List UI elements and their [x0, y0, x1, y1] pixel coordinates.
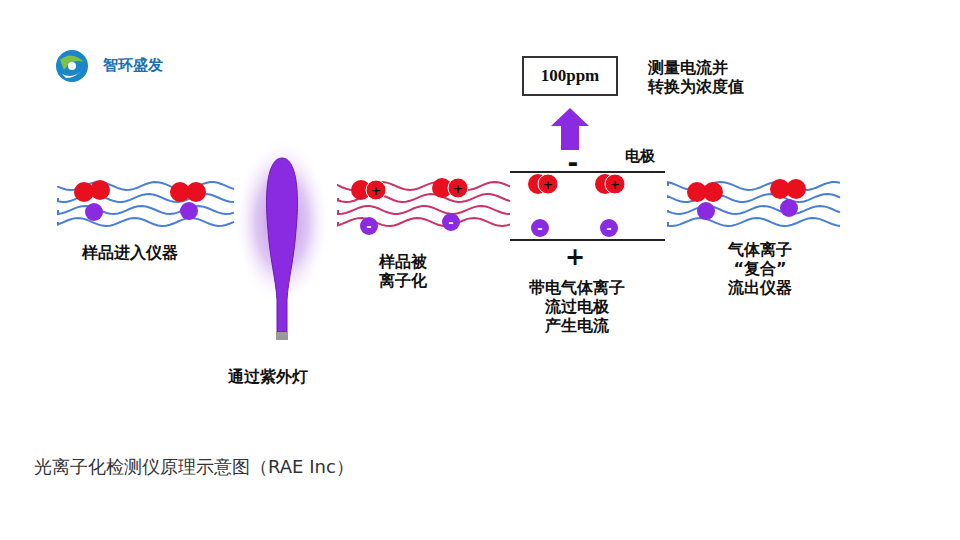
logo-text: 智环盛发 [103, 56, 163, 74]
ions-between-electrodes [528, 174, 625, 237]
wave-line [338, 206, 510, 214]
charge-sign: - [537, 222, 542, 235]
uv-lamp [267, 158, 298, 332]
wave-line [58, 218, 234, 226]
step-label: 通过紫外灯 [228, 367, 308, 386]
step-label: 样品进入仪器 [82, 243, 178, 262]
note-text: 测量电流并 转换为浓度值 [648, 58, 744, 96]
charge-sign: - [448, 216, 453, 229]
readout-value: 100ppm [541, 66, 600, 86]
step-label: 带电气体离子 流过电极 产生电流 [529, 278, 625, 336]
charge-sign: + [543, 178, 554, 191]
recombined-molecules [687, 179, 806, 220]
charge-sign: - [366, 220, 371, 233]
caption: 光离子化检测仪原理示意图（RAE Inc） [34, 456, 354, 478]
step-label: 样品被 离子化 [379, 252, 427, 290]
ionized-molecules [351, 178, 468, 235]
polarity-sign: - [568, 150, 579, 176]
signal-arrow [551, 108, 589, 150]
negative-electrode [510, 171, 665, 173]
logo-mark [56, 50, 88, 82]
charge-sign: + [610, 178, 621, 191]
step-label: 气体离子“复合” 流出仪器 [728, 240, 792, 298]
positive-electrode [510, 239, 665, 241]
sample-molecules [74, 180, 206, 221]
readout-box: 100ppm [522, 56, 618, 96]
wave-line [58, 206, 234, 214]
polarity-sign: + [565, 245, 585, 269]
lamp-base [276, 332, 288, 340]
charge-sign: - [606, 222, 611, 235]
wave-line [668, 206, 840, 214]
wave-line [668, 218, 840, 226]
part-name: 电极 [625, 147, 655, 165]
charge-sign: + [453, 182, 464, 195]
charge-sign: + [371, 184, 382, 197]
